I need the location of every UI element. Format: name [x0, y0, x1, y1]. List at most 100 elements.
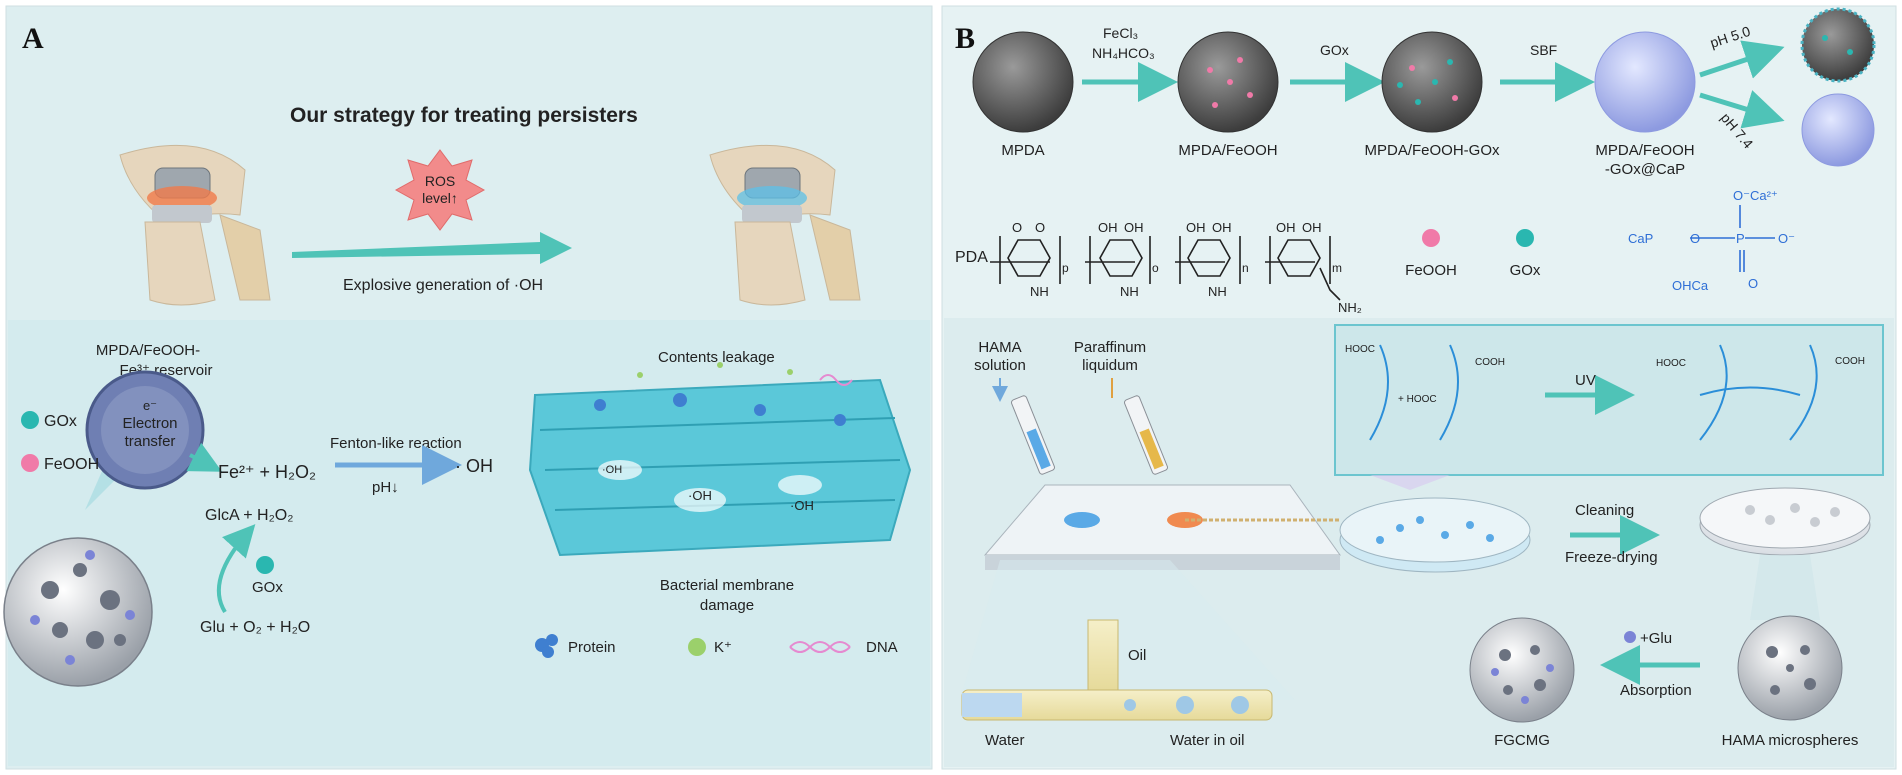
fenton-label: Fenton-like reaction — [330, 435, 462, 452]
gox-legend-label: GOx — [44, 413, 77, 430]
feooh-legend-dot — [21, 454, 39, 472]
pda-oh-6: OH — [1302, 220, 1322, 235]
capsule-label-line2: -GOx@CaP — [1605, 161, 1685, 178]
pda-label: PDA — [955, 249, 988, 266]
pda-sub-o: o — [1152, 261, 1159, 275]
oil-label: Oil — [1128, 647, 1146, 664]
pda-sub-m: m — [1332, 261, 1342, 275]
damage-label-line1: Bacterial membrane — [660, 577, 794, 594]
strategy-arrow — [292, 232, 572, 264]
electron-label-line2: Electron — [122, 415, 177, 432]
reservoir-sphere: e⁻ Electron transfer — [85, 370, 205, 510]
pda-o-1: O — [1012, 220, 1022, 235]
knee-implant-healed — [709, 144, 861, 306]
explosive-caption: Explosive generation of ·OH — [343, 277, 543, 294]
pda-oh-4: OH — [1212, 220, 1232, 235]
cap-o-right: O⁻ — [1778, 231, 1795, 246]
electron-symbol: e⁻ — [143, 398, 157, 413]
uv-label: UV — [1575, 372, 1596, 389]
syringe-paraffin — [1124, 395, 1168, 475]
bacterial-membrane — [528, 362, 912, 557]
gox-catalyst-dot — [256, 556, 274, 574]
capsule-label-line1: MPDA/FeOOH — [1595, 142, 1694, 159]
intact-sphere-ph74 — [1801, 93, 1875, 167]
feooh-legend-label: FeOOH — [44, 456, 99, 473]
ros-burst-icon: ROS level↑ — [394, 149, 486, 231]
hama-solution-line2: solution — [974, 357, 1026, 374]
cap-ohca: OHCa — [1672, 278, 1709, 293]
mpda-feooh-gox-sphere — [1381, 31, 1483, 133]
arrow-ph74 — [1699, 90, 1785, 129]
paraffin-line2: liquidum — [1082, 357, 1138, 374]
potassium-icon — [688, 638, 706, 656]
gox-label: GOx — [1510, 262, 1541, 279]
pda-oh-3: OH — [1186, 220, 1206, 235]
dna-icon — [789, 641, 851, 653]
panel-b-label: B — [955, 22, 975, 55]
gox-legend-dot — [21, 411, 39, 429]
pda-nh-1: NH — [1030, 284, 1049, 299]
feooh-label: FeOOH — [1405, 262, 1457, 279]
syringe-hama — [1011, 395, 1055, 475]
strategy-title: Our strategy for treating persisters — [290, 104, 638, 127]
pda-sub-p: p — [1062, 261, 1069, 275]
cleaning-label: Cleaning — [1575, 502, 1634, 519]
protein-legend-label: Protein — [568, 639, 616, 656]
arrow-ph50 — [1699, 40, 1785, 79]
pda-oh-5: OH — [1276, 220, 1296, 235]
cap-structure: O⁻Ca²⁺ CaP O P O⁻ OHCa O — [1628, 188, 1795, 293]
knee-implant-infected — [119, 144, 271, 306]
paraffin-line1: Paraffinum — [1074, 339, 1146, 356]
chem-plus: + HOOC — [1398, 394, 1437, 405]
cap-ca-top: O⁻Ca²⁺ — [1733, 188, 1778, 203]
protein-icon — [535, 634, 558, 658]
feooh-dot — [1422, 229, 1440, 247]
degraded-sphere-ph50 — [1800, 7, 1876, 83]
panel-b: B MPDA FeCl₃ NH₄HCO₃ MPDA/FeOOH GOx MPDA… — [941, 5, 1897, 770]
pda-oh-2: OH — [1124, 220, 1144, 235]
chem-hooc-2: HOOC — [1656, 358, 1686, 369]
mpda-label: MPDA — [1001, 142, 1044, 159]
electron-label-line3: transfer — [125, 433, 176, 450]
hama-microsphere — [1737, 555, 1843, 721]
collection-dish — [1339, 475, 1531, 573]
chem-hooc-1: HOOC — [1345, 344, 1375, 355]
reagent-nh4hco3: NH₄HCO₃ — [1092, 45, 1155, 61]
pda-oh-1: OH — [1098, 220, 1118, 235]
dried-dish — [1699, 487, 1871, 556]
ph-drop-label: pH↓ — [372, 479, 399, 496]
fgcmg-label: FGCMG — [1494, 732, 1550, 749]
chem-cooh-2: COOH — [1835, 356, 1865, 367]
reagent-fecl3: FeCl₃ — [1103, 25, 1138, 41]
contents-leakage-label: Contents leakage — [658, 349, 775, 366]
membrane-oh-1: ·OH — [602, 464, 622, 476]
gox-catalyst-label: GOx — [252, 579, 283, 596]
porous-microsphere — [3, 537, 153, 687]
panel-a-label: A — [22, 22, 44, 55]
hama-microspheres-label: HAMA microspheres — [1722, 732, 1859, 749]
microfluidic-chip — [983, 484, 1341, 570]
water-label: Water — [985, 732, 1024, 749]
potassium-legend-label: K⁺ — [714, 639, 732, 656]
fe-h2o2-label: Fe²⁺ + H₂O₂ — [218, 462, 316, 482]
pda-o-2: O — [1035, 220, 1045, 235]
cap-p: P — [1736, 231, 1745, 246]
pda-structure — [990, 236, 1341, 301]
damage-label-line2: damage — [700, 597, 754, 614]
absorption-label: Absorption — [1620, 682, 1692, 699]
pda-nh-3: NH — [1208, 284, 1227, 299]
pda-nh2: NH₂ — [1338, 300, 1362, 315]
freeze-label: Freeze-drying — [1565, 549, 1658, 566]
mpda-feooh-label: MPDA/FeOOH — [1178, 142, 1277, 159]
cap-o-bottom: O — [1748, 276, 1758, 291]
mpda-sphere — [972, 31, 1074, 133]
reagent-gox: GOx — [1320, 42, 1349, 58]
gox-dot — [1516, 229, 1534, 247]
mpda-feooh-sphere — [1177, 31, 1279, 133]
plus-glu-label: +Glu — [1640, 630, 1672, 647]
cap-o: O — [1690, 231, 1700, 246]
glu-to-glca-arrow — [216, 524, 256, 614]
pda-nh-2: NH — [1120, 284, 1139, 299]
hydroxyl-label: · OH — [455, 456, 493, 476]
ros-label-line2: level↑ — [422, 190, 458, 206]
